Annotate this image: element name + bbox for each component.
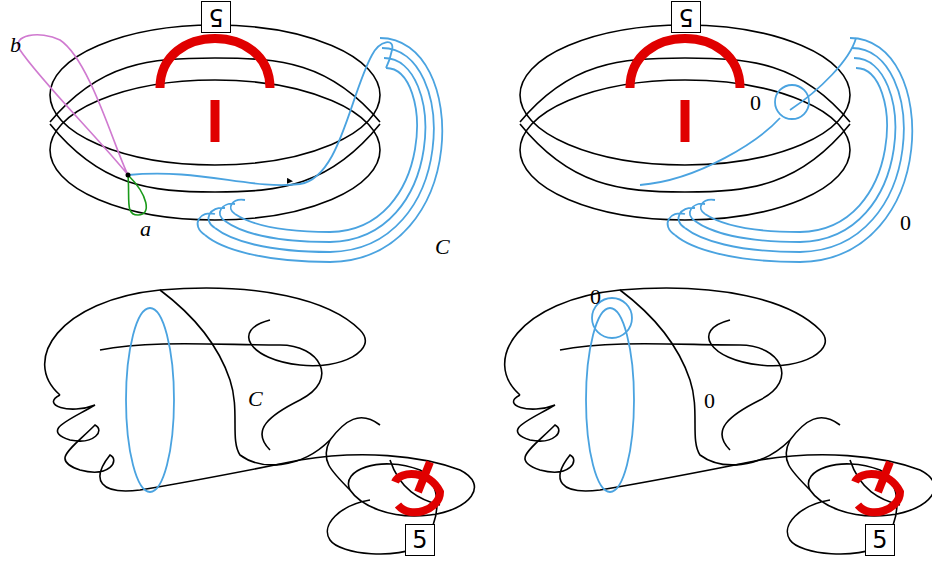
curve-label: b [10, 34, 21, 56]
twist-count: 5 [412, 528, 427, 552]
twist-box: 5 [201, 1, 231, 33]
curve-label: a [140, 218, 151, 240]
twist-count: 5 [872, 528, 887, 552]
framing-coefficient: 0 [750, 92, 761, 114]
twist-box: 5 [865, 524, 895, 556]
curve-label: C [435, 236, 450, 258]
twist-box: 5 [671, 1, 701, 33]
twist-count: 5 [208, 5, 223, 29]
framing-coefficient: 0 [704, 390, 715, 412]
twist-count: 5 [678, 5, 693, 29]
framing-coefficient: 0 [900, 212, 911, 234]
framing-coefficient: 0 [590, 286, 601, 308]
curve-label: C [248, 388, 263, 410]
twist-box: 5 [405, 524, 435, 556]
